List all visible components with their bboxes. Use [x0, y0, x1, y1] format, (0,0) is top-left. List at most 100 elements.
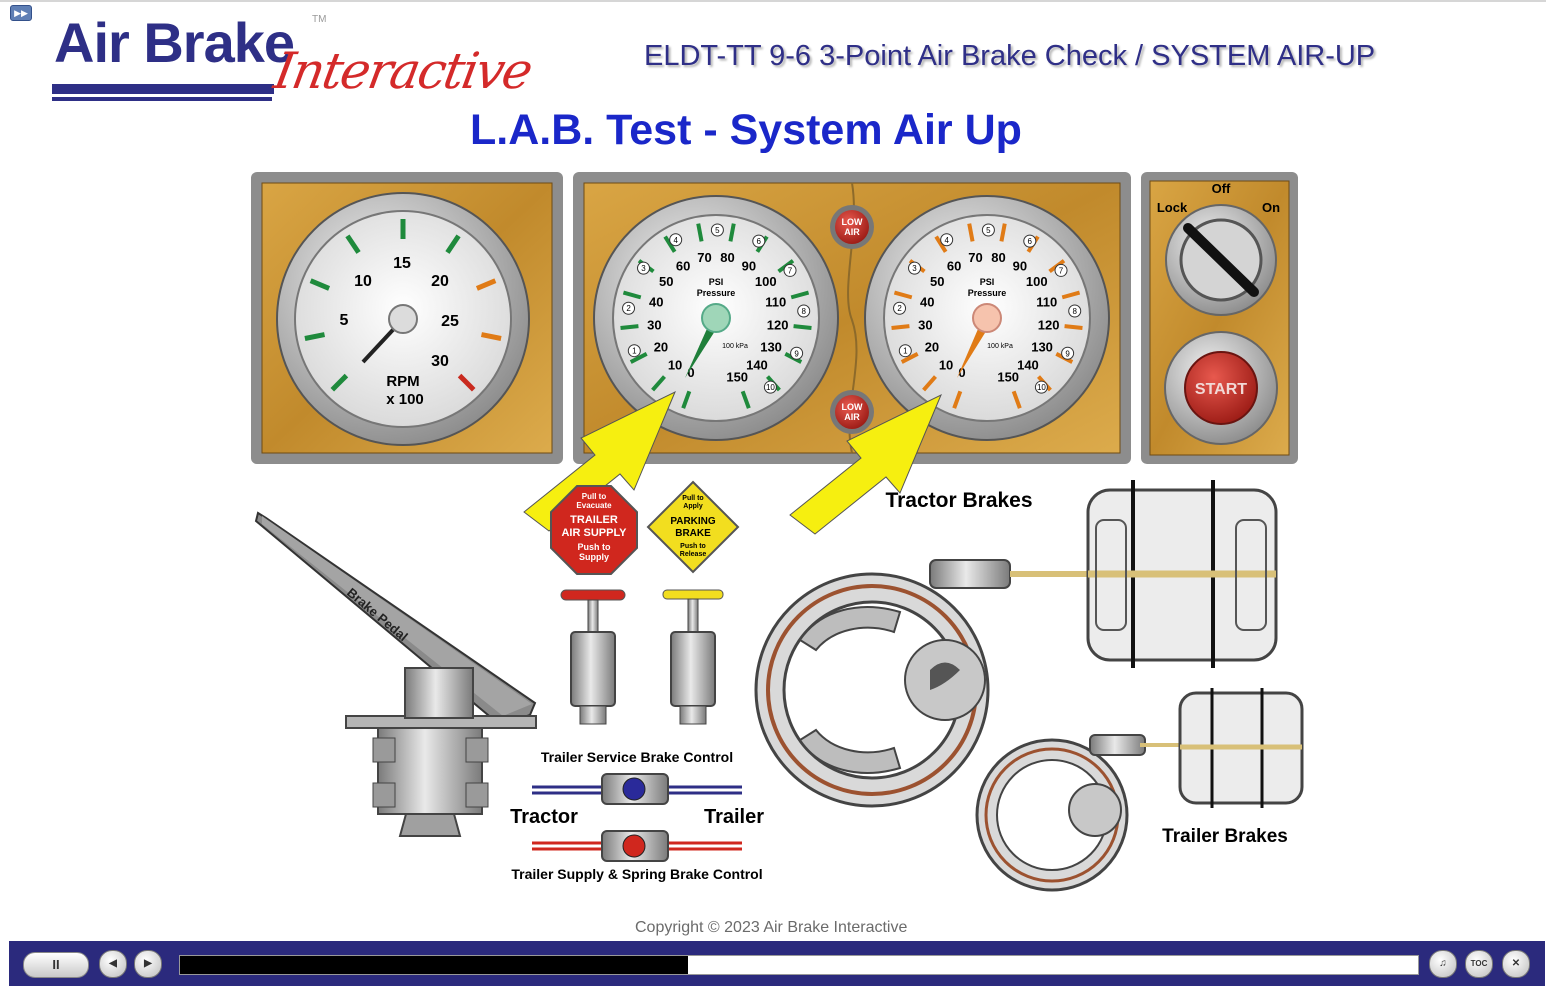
gauge-unit-kpa: 100 kPa	[987, 343, 1013, 350]
ignition-switch[interactable]: Off Lock On	[1157, 181, 1280, 316]
svg-text:Evacuate: Evacuate	[576, 501, 612, 510]
ignition-off-label: Off	[1212, 181, 1231, 196]
svg-text:Push to: Push to	[680, 543, 706, 550]
secondary-gauge-needle	[957, 320, 993, 378]
playback-progress-fill	[180, 956, 688, 974]
tach-tick	[480, 332, 502, 341]
ignition-key-slot	[1183, 223, 1259, 297]
next-slide-button[interactable]: ▶	[134, 950, 162, 978]
kpa-label: 10	[1037, 383, 1046, 392]
top-border	[0, 0, 1546, 2]
psi-tick	[793, 324, 812, 331]
svg-text:AIR SUPPLY: AIR SUPPLY	[561, 527, 627, 539]
trailer-air-supply-valve[interactable]: Pull to Evacuate TRAILER AIR SUPPLY Push…	[550, 485, 638, 725]
kpa-marker	[940, 233, 954, 247]
volume-icon[interactable]: ♫	[1429, 950, 1457, 978]
trailer-brake-drum	[975, 734, 1185, 892]
gauge-unit-pressure: Pressure	[968, 288, 1007, 298]
kpa-marker	[790, 346, 804, 360]
tach-tick	[330, 373, 349, 392]
trailer-side-label: Trailer	[704, 806, 764, 828]
kpa-marker	[752, 234, 766, 248]
psi-tick	[620, 324, 639, 331]
kpa-marker	[1023, 234, 1037, 248]
trailer-brake-chamber	[1178, 688, 1304, 808]
pause-button[interactable]: II	[23, 952, 89, 978]
kpa-label: 4	[673, 236, 678, 245]
psi-label: 60	[676, 258, 690, 273]
tach-tick-label: 20	[431, 273, 449, 290]
psi-label: 150	[726, 369, 748, 384]
tach-tick	[304, 332, 326, 341]
psi-label: 60	[947, 258, 961, 273]
psi-tick	[934, 235, 948, 253]
tach-tick-label: 5	[340, 312, 349, 329]
parking-brake-valve[interactable]: Pull to Apply PARKING BRAKE Push to Rele…	[646, 480, 740, 725]
trailer-supply-line	[532, 830, 742, 862]
kpa-marker	[898, 344, 912, 358]
psi-tick	[891, 324, 910, 331]
psi-label: 30	[647, 317, 661, 332]
psi-label: 110	[1036, 295, 1057, 310]
brake-pedal[interactable]: Brake Pedal	[254, 511, 537, 837]
svg-text:Supply: Supply	[579, 552, 609, 562]
kpa-marker	[908, 261, 922, 275]
psi-tick	[967, 223, 975, 242]
kpa-label: 3	[641, 264, 646, 273]
gauge-zero: 0	[958, 365, 965, 380]
psi-label: 40	[920, 295, 934, 310]
low-air-warning-light-top: LOW AIR	[830, 205, 874, 249]
kpa-label: 2	[626, 304, 631, 313]
logo-stripe	[52, 84, 274, 94]
tach-tick	[457, 373, 476, 392]
psi-label: 40	[649, 295, 663, 310]
svg-text:Push to: Push to	[578, 542, 612, 552]
psi-label: 130	[760, 339, 782, 354]
psi-tick	[728, 223, 736, 242]
svg-text:LOW: LOW	[842, 402, 863, 412]
psi-label: 50	[659, 274, 673, 289]
tach-unit-x100: x 100	[386, 391, 424, 408]
copyright-notice: Copyright © 2023 Air Brake Interactive	[635, 919, 908, 936]
psi-tick	[999, 223, 1007, 242]
gauge-unit-kpa: 100 kPa	[722, 343, 748, 350]
psi-tick	[622, 290, 642, 300]
kpa-label: 7	[1059, 266, 1064, 275]
psi-label: 150	[997, 369, 1019, 384]
psi-tick	[893, 290, 913, 300]
kpa-label: 4	[944, 236, 949, 245]
previous-slide-button[interactable]: ◀	[99, 950, 127, 978]
kpa-label: 1	[632, 347, 637, 356]
player-control-bar: II ◀ ▶ ♫ TOC ✕	[9, 941, 1545, 986]
psi-label: 20	[925, 339, 939, 354]
gauge-unit-pressure: Pressure	[697, 288, 736, 298]
close-icon[interactable]: ✕	[1502, 950, 1530, 978]
svg-text:AIR: AIR	[844, 412, 860, 422]
svg-text:Pull to: Pull to	[582, 492, 607, 501]
tractor-side-label: Tractor	[510, 806, 578, 828]
skip-forward-icon[interactable]: ▶▶	[10, 5, 32, 21]
playback-progress-bar[interactable]	[179, 955, 1419, 975]
logo-stripe-thin	[52, 97, 272, 101]
psi-label: 100	[1026, 274, 1048, 289]
psi-label: 140	[1017, 358, 1039, 373]
psi-tick	[900, 352, 919, 364]
tach-tick	[445, 234, 461, 254]
svg-text:Pull to: Pull to	[682, 495, 703, 502]
kpa-marker	[797, 304, 811, 318]
psi-tick	[1061, 290, 1081, 300]
kpa-marker	[627, 344, 641, 358]
toc-button[interactable]: TOC	[1465, 950, 1493, 978]
svg-text:BRAKE: BRAKE	[675, 528, 711, 539]
kpa-label: 3	[912, 264, 917, 273]
kpa-label: 6	[1028, 237, 1033, 246]
start-button[interactable]: START	[1164, 331, 1278, 445]
psi-label: 70	[697, 250, 711, 265]
psi-tick	[952, 390, 963, 409]
psi-label: 10	[668, 358, 682, 373]
psi-label: 50	[930, 274, 944, 289]
kpa-marker	[981, 223, 995, 237]
kpa-label: 5	[986, 226, 991, 235]
